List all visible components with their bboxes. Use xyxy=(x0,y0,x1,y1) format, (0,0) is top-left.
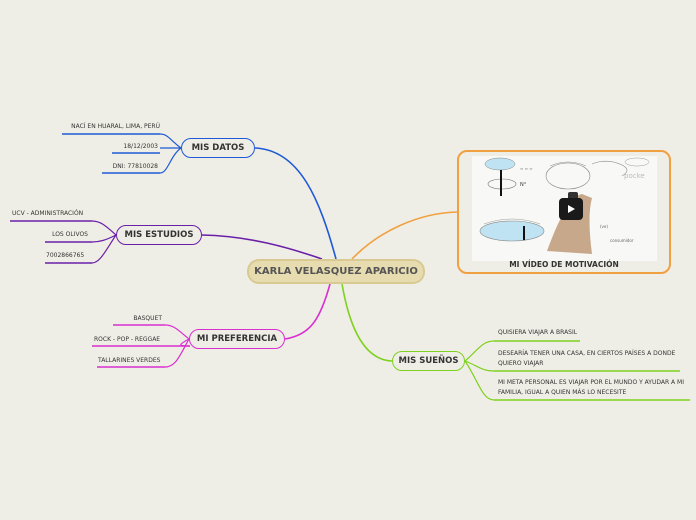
svg-text:≈ ≈ ≈: ≈ ≈ ≈ xyxy=(520,166,533,171)
connector-suenos xyxy=(341,283,393,362)
svg-text:(ve): (ve) xyxy=(600,224,608,229)
connector-estudios-leaves xyxy=(91,220,117,264)
svg-text:N°: N° xyxy=(520,182,527,188)
topic-mis-datos[interactable]: MIS DATOS xyxy=(181,138,255,158)
leaf-datos-2[interactable]: 18/12/2003 xyxy=(123,143,158,150)
connector-suenos-leaves xyxy=(464,340,495,401)
central-topic[interactable]: KARLA VELASQUEZ APARICIO xyxy=(247,259,425,284)
leaf-preferencia-3[interactable]: TALLARINES VERDES xyxy=(98,357,161,364)
leaf-estudios-3[interactable]: 7002866765 xyxy=(46,252,85,259)
svg-text:pocke: pocke xyxy=(624,172,645,180)
play-icon xyxy=(568,205,575,213)
connector-datos-leaves xyxy=(159,133,182,174)
topic-mis-estudios[interactable]: MIS ESTUDIOS xyxy=(116,225,202,245)
leaf-datos-1[interactable]: NACÍ EN HUARAL, LIMA, PERÚ xyxy=(71,123,160,130)
leaf-preferencia-1[interactable]: BASQUET xyxy=(133,315,162,322)
leaf-suenos-3[interactable]: MI META PERSONAL ES VIAJAR POR EL MUNDO … xyxy=(498,379,684,396)
connector-video xyxy=(351,211,458,260)
connector-preferencia xyxy=(284,283,331,340)
leaf-preferencia-2[interactable]: ROCK - POP - REGGAE xyxy=(94,336,161,343)
leaf-suenos-1[interactable]: QUISIERA VIAJAR A BRASIL xyxy=(498,329,578,336)
leaf-estudios-1[interactable]: UCV - ADMINISTRACIÓN xyxy=(12,210,84,217)
connector-estudios xyxy=(201,234,323,260)
leaf-suenos-2[interactable]: DESEARÍA TENER UNA CASA, EN CIERTOS PAÍS… xyxy=(498,350,676,367)
topic-mis-suenos[interactable]: MIS SUEÑOS xyxy=(392,351,465,371)
svg-text:consumidor: consumidor xyxy=(610,238,634,243)
topic-mi-preferencia[interactable]: MI PREFERENCIA xyxy=(189,329,285,349)
video-caption: MI VÍDEO DE MOTIVACIÓN xyxy=(509,260,619,269)
connector-datos xyxy=(254,147,337,260)
video-topic[interactable]: ≈ ≈ ≈ N° pocke (ve) consumidor MI VÍDEO … xyxy=(457,150,671,274)
video-play-button[interactable] xyxy=(559,198,583,220)
leaf-datos-3[interactable]: DNI: 77810028 xyxy=(112,163,158,170)
video-thumbnail[interactable]: ≈ ≈ ≈ N° pocke (ve) consumidor xyxy=(472,156,657,261)
leaf-estudios-2[interactable]: LOS OLIVOS xyxy=(52,231,88,238)
